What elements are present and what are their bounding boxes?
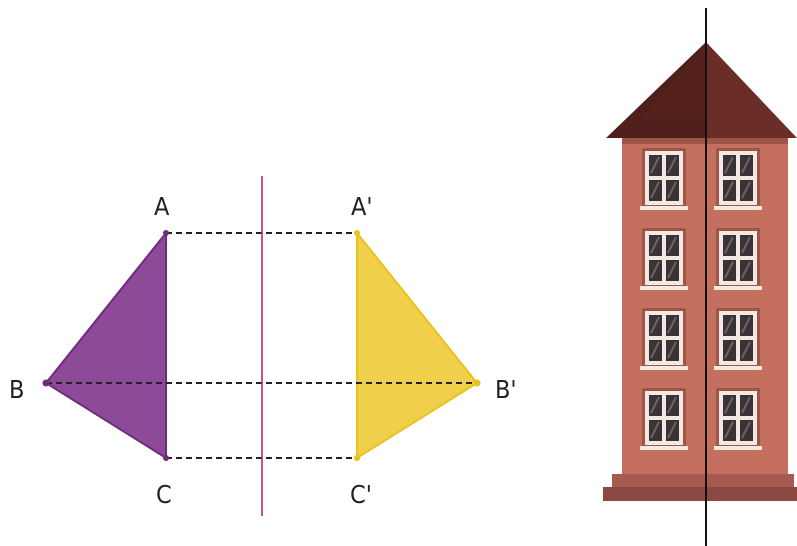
- label-b: B: [9, 375, 24, 404]
- vertex-a-prime-dot: [354, 230, 360, 236]
- building-window: [714, 388, 762, 450]
- building-window: [714, 308, 762, 370]
- building-illustration: [603, 8, 797, 546]
- vertex-b-dot: [43, 380, 50, 387]
- vertex-b-prime-dot: [474, 380, 481, 387]
- building-window: [640, 308, 688, 370]
- reflected-triangle: [357, 233, 477, 458]
- building-window: [640, 388, 688, 450]
- label-c: C: [156, 480, 172, 509]
- vertex-c-dot: [163, 455, 169, 461]
- building-window: [640, 228, 688, 290]
- label-a: A: [154, 192, 170, 221]
- building-window: [640, 148, 688, 210]
- vertex-a-dot: [163, 230, 169, 236]
- building-window: [714, 148, 762, 210]
- label-a-prime: A': [351, 192, 373, 221]
- reflection-figure: A B C A' B' C': [9, 176, 517, 516]
- building-window: [714, 228, 762, 290]
- label-b-prime: B': [495, 375, 517, 404]
- roof-right: [706, 42, 797, 138]
- label-c-prime: C': [350, 480, 372, 509]
- building-base-step: [612, 474, 794, 488]
- original-triangle: [46, 233, 166, 458]
- building-base: [603, 487, 797, 501]
- vertex-c-prime-dot: [354, 455, 360, 461]
